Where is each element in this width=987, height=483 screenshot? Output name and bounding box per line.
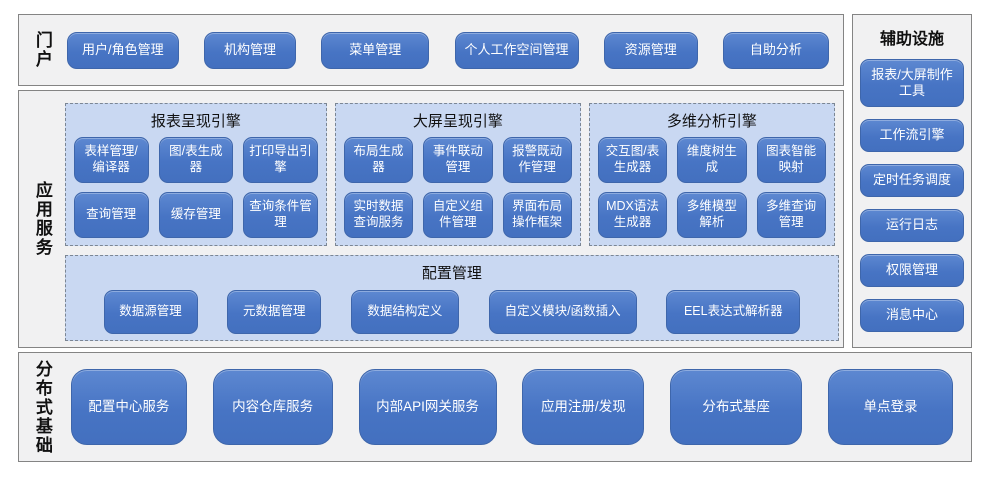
- btn-single-sign-on[interactable]: 单点登录: [827, 369, 953, 445]
- btn-query-management[interactable]: 查询管理: [73, 192, 149, 238]
- report-rendering-engine-title: 报表呈现引擎: [150, 113, 241, 130]
- btn-config-center-service[interactable]: 配置中心服务: [70, 369, 187, 445]
- panel-report-rendering-engine: 报表呈现引擎 表样管理/编译器 图/表生成器 打印导出引擎 查询管理 缓存管理 …: [64, 103, 327, 246]
- btn-eel-expression-parser[interactable]: EEL表达式解析器: [666, 290, 801, 334]
- btn-cache-management[interactable]: 缓存管理: [158, 192, 234, 238]
- btn-dimension-tree-generation[interactable]: 维度树生成: [677, 137, 747, 183]
- btn-custom-module-function-insert[interactable]: 自定义模块/函数插入: [488, 290, 637, 334]
- btn-run-logs[interactable]: 运行日志: [860, 209, 964, 242]
- portal-label: 门户: [32, 31, 52, 69]
- btn-multidim-model-parsing[interactable]: 多维模型解析: [677, 192, 747, 238]
- multidim-analysis-engine-title: 多维分析引擎: [666, 113, 757, 130]
- engine-panels: 报表呈现引擎 表样管理/编译器 图/表生成器 打印导出引擎 查询管理 缓存管理 …: [64, 103, 839, 246]
- multidim-engine-grid: 交互图/表生成器 维度树生成 图表智能映射 MDX语法生成器 多维模型解析 多维…: [597, 137, 826, 238]
- btn-print-export-engine[interactable]: 打印导出引擎: [243, 137, 318, 183]
- btn-query-condition-management[interactable]: 查询条件管理: [243, 192, 318, 238]
- panel-bigscreen-rendering-engine: 大屏呈现引擎 布局生成器 事件联动管理 报警既动作管理 实时数据查询服务 自定义…: [334, 103, 581, 246]
- btn-datasource-management[interactable]: 数据源管理: [103, 290, 198, 334]
- btn-alarm-action-management[interactable]: 报警既动作管理: [502, 137, 572, 183]
- portal-button-row: 用户/角色管理 机构管理 菜单管理 个人工作空间管理 资源管理 自助分析: [66, 31, 829, 69]
- app-services-label: 应用服务: [32, 181, 52, 257]
- app-services-section: 应用服务 报表呈现引擎 表样管理/编译器 图/表生成器 打印导出引擎 查询管理 …: [18, 90, 844, 348]
- btn-personal-workspace-management[interactable]: 个人工作空间管理: [454, 31, 579, 69]
- btn-permission-management[interactable]: 权限管理: [860, 254, 964, 287]
- portal-section: 门户 用户/角色管理 机构管理 菜单管理 个人工作空间管理 资源管理 自助分析: [18, 14, 844, 86]
- btn-user-role-management[interactable]: 用户/角色管理: [66, 31, 179, 69]
- auxiliary-facilities-section: 辅助设施 报表/大屏制作工具 工作流引擎 定时任务调度 运行日志 权限管理 消息…: [852, 14, 972, 348]
- btn-mdx-syntax-generator[interactable]: MDX语法生成器: [597, 192, 668, 238]
- auxiliary-button-column: 报表/大屏制作工具 工作流引擎 定时任务调度 运行日志 权限管理 消息中心: [860, 59, 964, 332]
- btn-message-center[interactable]: 消息中心: [860, 299, 964, 332]
- btn-metadata-management[interactable]: 元数据管理: [227, 290, 322, 334]
- distributed-foundation-label: 分布式基础: [32, 359, 52, 455]
- distributed-button-row: 配置中心服务 内容仓库服务 内部API网关服务 应用注册/发现 分布式基座 单点…: [70, 369, 953, 445]
- btn-layout-generator[interactable]: 布局生成器: [343, 137, 414, 183]
- btn-interactive-chart-table-generator[interactable]: 交互图/表生成器: [597, 137, 668, 183]
- btn-self-service-analysis[interactable]: 自助分析: [722, 31, 829, 69]
- btn-event-linkage-management[interactable]: 事件联动管理: [423, 137, 493, 183]
- btn-org-management[interactable]: 机构管理: [204, 31, 297, 69]
- btn-app-registration-discovery[interactable]: 应用注册/发现: [522, 369, 645, 445]
- btn-scheduled-task-scheduler[interactable]: 定时任务调度: [860, 164, 964, 197]
- distributed-foundation-section: 分布式基础 配置中心服务 内容仓库服务 内部API网关服务 应用注册/发现 分布…: [18, 352, 972, 462]
- btn-chart-smart-mapping[interactable]: 图表智能映射: [756, 137, 826, 183]
- btn-resource-management[interactable]: 资源管理: [603, 31, 698, 69]
- btn-workflow-engine[interactable]: 工作流引擎: [860, 119, 964, 152]
- btn-distributed-base[interactable]: 分布式基座: [670, 369, 803, 445]
- app-services-content: 报表呈现引擎 表样管理/编译器 图/表生成器 打印导出引擎 查询管理 缓存管理 …: [64, 91, 839, 347]
- btn-chart-table-generator[interactable]: 图/表生成器: [158, 137, 234, 183]
- btn-ui-layout-operation-framework[interactable]: 界面布局操作框架: [502, 192, 572, 238]
- btn-menu-management[interactable]: 菜单管理: [321, 31, 430, 69]
- btn-realtime-data-query-service[interactable]: 实时数据查询服务: [343, 192, 414, 238]
- auxiliary-facilities-title: 辅助设施: [879, 31, 944, 48]
- btn-internal-api-gateway-service[interactable]: 内部API网关服务: [358, 369, 497, 445]
- btn-content-repository-service[interactable]: 内容仓库服务: [212, 369, 333, 445]
- report-engine-grid: 表样管理/编译器 图/表生成器 打印导出引擎 查询管理 缓存管理 查询条件管理: [73, 137, 318, 238]
- bigscreen-engine-grid: 布局生成器 事件联动管理 报警既动作管理 实时数据查询服务 自定义组件管理 界面…: [343, 137, 572, 238]
- panel-config-management: 配置管理 数据源管理 元数据管理 数据结构定义 自定义模块/函数插入 EEL表达…: [64, 255, 839, 341]
- btn-table-style-management-compiler[interactable]: 表样管理/编译器: [73, 137, 149, 183]
- btn-data-structure-definition[interactable]: 数据结构定义: [350, 290, 459, 334]
- btn-multidim-query-management[interactable]: 多维查询管理: [756, 192, 826, 238]
- config-management-title: 配置管理: [421, 265, 482, 282]
- panel-multidim-analysis-engine: 多维分析引擎 交互图/表生成器 维度树生成 图表智能映射 MDX语法生成器 多维…: [588, 103, 835, 246]
- btn-report-bigscreen-authoring-tool[interactable]: 报表/大屏制作工具: [860, 59, 964, 107]
- config-button-row: 数据源管理 元数据管理 数据结构定义 自定义模块/函数插入 EEL表达式解析器: [74, 290, 830, 334]
- btn-custom-component-management[interactable]: 自定义组件管理: [423, 192, 493, 238]
- bigscreen-rendering-engine-title: 大屏呈现引擎: [412, 113, 503, 130]
